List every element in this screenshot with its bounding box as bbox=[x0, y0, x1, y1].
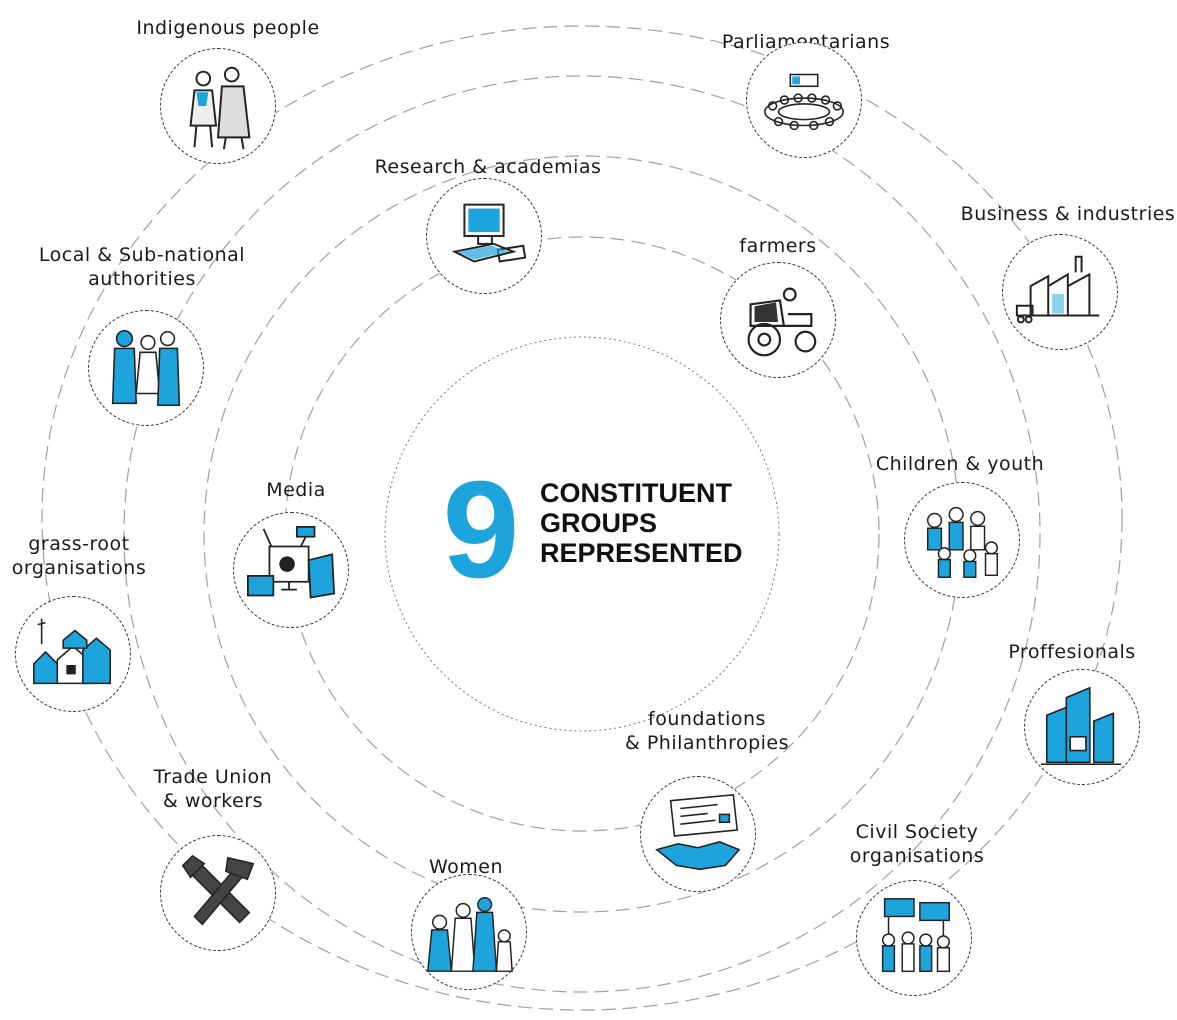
center-number: 9 bbox=[442, 453, 520, 607]
label-tradeunion-workers: Trade Union & workers bbox=[153, 766, 273, 812]
node-business-industries bbox=[1002, 234, 1118, 350]
houses-icon bbox=[33, 618, 112, 685]
ring-4 bbox=[41, 25, 1123, 1011]
node-grassroot-organisations bbox=[15, 596, 131, 712]
buildings-icon bbox=[1040, 686, 1122, 766]
label-children-youth: Children & youth bbox=[875, 453, 1045, 475]
computer-books-icon bbox=[451, 203, 527, 263]
label-civil-society: Civil Society organisations bbox=[849, 821, 985, 867]
officials-icon bbox=[111, 329, 181, 407]
node-media bbox=[233, 512, 349, 628]
node-research-academias bbox=[426, 178, 542, 294]
tractor-icon bbox=[747, 287, 817, 357]
node-children-youth bbox=[904, 482, 1020, 598]
indigenous-people-icon bbox=[189, 66, 251, 150]
label-indigenous-people: Indigenous people bbox=[136, 17, 320, 39]
center-title-line: CONSTITUENT bbox=[540, 478, 732, 508]
node-foundations-philanthropies bbox=[640, 776, 756, 892]
node-parliamentarians bbox=[746, 42, 862, 158]
media-icon bbox=[246, 525, 336, 599]
center-title: CONSTITUENT GROUPS REPRESENTED bbox=[540, 478, 780, 568]
tools-icon bbox=[181, 854, 255, 926]
children-icon bbox=[926, 506, 999, 578]
label-research-academias: Research & academias bbox=[374, 156, 602, 178]
center-title-line: GROUPS bbox=[540, 508, 658, 538]
node-farmers bbox=[720, 262, 836, 378]
node-women bbox=[411, 874, 527, 990]
label-local-authorities: Local & Sub-national authorities bbox=[38, 244, 246, 290]
label-business-industries: Business & industries bbox=[960, 203, 1176, 225]
label-women: Women bbox=[428, 856, 504, 878]
factory-icon bbox=[1015, 255, 1100, 324]
label-proffesionals: Proffesionals bbox=[1008, 641, 1136, 663]
node-tradeunion-workers bbox=[160, 835, 276, 951]
label-grassroot-organisations: grass-root organisations bbox=[11, 533, 147, 579]
parliament-icon bbox=[764, 73, 844, 131]
handshake-icon bbox=[655, 793, 741, 871]
label-foundations-philanthropies: foundations & Philanthropies bbox=[624, 708, 790, 754]
node-proffesionals bbox=[1024, 669, 1140, 785]
node-local-authorities bbox=[88, 310, 204, 426]
center-title-line: REPRESENTED bbox=[540, 538, 743, 568]
label-farmers: farmers bbox=[739, 235, 817, 257]
women-icon bbox=[427, 896, 513, 972]
node-civil-society bbox=[856, 880, 972, 996]
node-indigenous-people bbox=[160, 48, 276, 164]
label-media: Media bbox=[266, 479, 326, 501]
ring-inner-dotted bbox=[384, 336, 780, 732]
ring-3 bbox=[123, 75, 1041, 993]
protest-icon bbox=[881, 898, 951, 973]
